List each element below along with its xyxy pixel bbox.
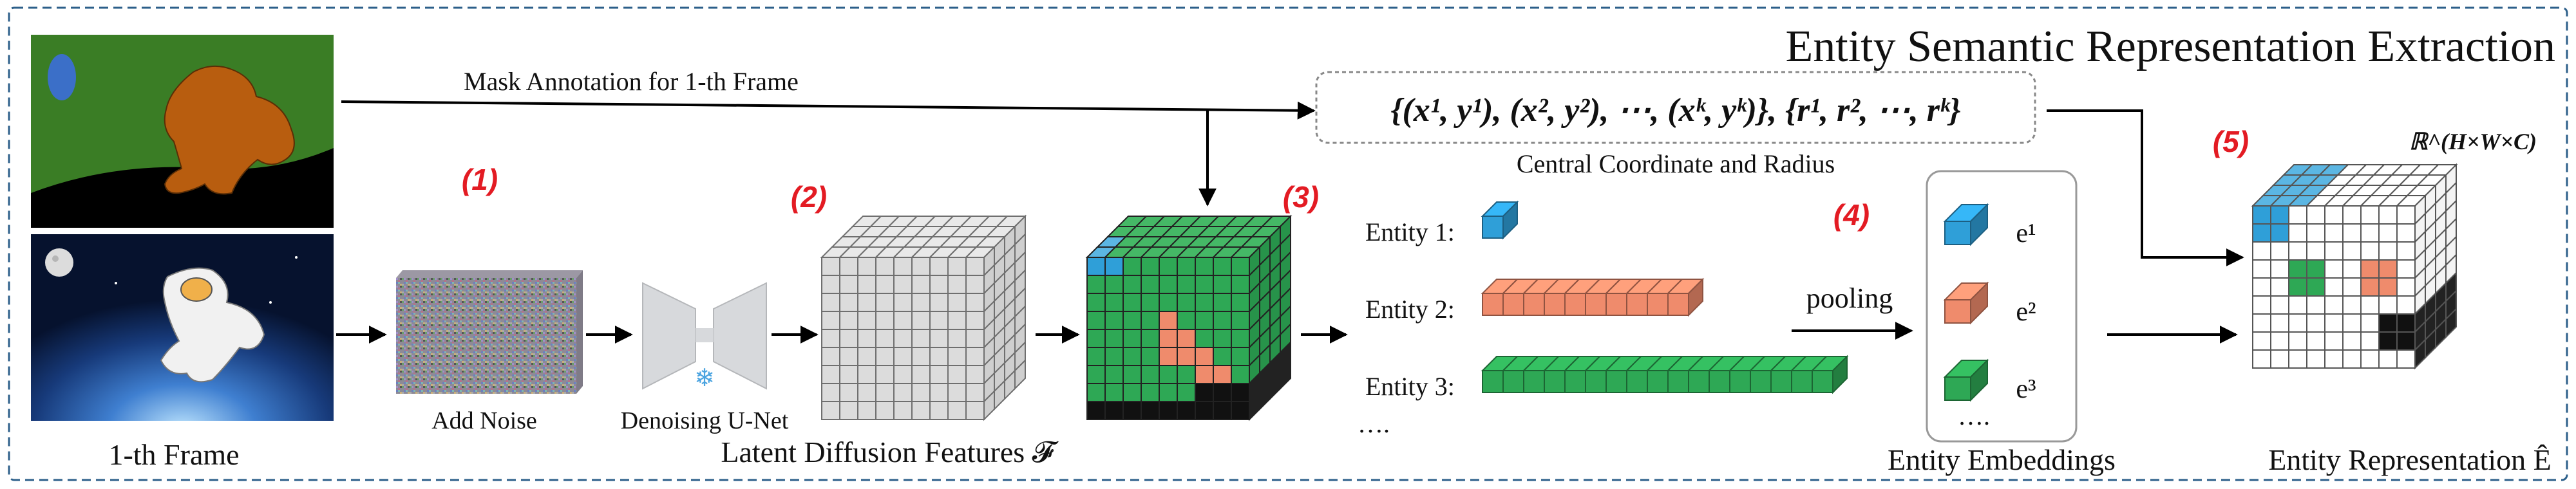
step-5-label: (5)	[2213, 125, 2249, 158]
entity-bar-2	[1481, 277, 1705, 317]
tensor-shape-label: ℝ^(H×W×C)	[2409, 129, 2537, 154]
frame-label: 1-th Frame	[108, 438, 239, 471]
central-coord-label: Central Coordinate and Radius	[1517, 149, 1835, 178]
embeddings-box	[1926, 170, 2078, 443]
coord-formula-box	[1315, 71, 2036, 144]
entities-more: ….	[1358, 409, 1390, 438]
embedding-3: e³	[1943, 358, 2036, 404]
mask-entity-astronaut	[164, 65, 295, 195]
entity-bar-1	[1481, 200, 1519, 240]
entity-embeddings-label: Entity Embeddings	[1888, 443, 2116, 476]
unet-label: Denoising U-Net	[621, 407, 789, 434]
entity-1-label: Entity 1:	[1365, 217, 1455, 246]
pooling-label: pooling	[1806, 282, 1893, 314]
step-2-label: (2)	[791, 180, 827, 214]
latent-features-label: Latent Diffusion Features 𝓕	[721, 436, 1059, 468]
unet-shape	[642, 282, 767, 390]
title: Entity Semantic Representation Extractio…	[1785, 22, 2555, 71]
entity-representation-cube	[2251, 163, 2458, 370]
frame-image	[31, 234, 334, 421]
entity-representation-label: Entity Representation Ê	[2268, 443, 2551, 476]
entity-bar-3	[1481, 355, 1849, 394]
outer-border	[8, 6, 2568, 481]
masked-feature-cube	[1085, 214, 1293, 421]
step-4-label: (4)	[1833, 198, 1870, 232]
step-1-label: (1)	[462, 163, 498, 196]
coord-formula: {(x¹, y¹), (x², y²), ⋯, (xᵏ, yᵏ)}, {r¹, …	[1390, 92, 1960, 129]
noise-block	[396, 270, 583, 394]
entity-bars	[1481, 200, 1849, 394]
mask-annotation-arrow	[341, 100, 1316, 120]
mask-entity-moon	[48, 54, 76, 100]
snowflake-icon: ❄	[694, 365, 715, 392]
latent-feature-cube	[820, 214, 1027, 421]
add-noise-label: Add Noise	[431, 407, 537, 434]
entity-embeddings: e¹ e² e³	[1943, 203, 2036, 404]
entity-3-label: Entity 3:	[1365, 372, 1455, 401]
embedding-2: e²	[1943, 281, 2036, 327]
embedding-label-3: e³	[2016, 374, 2036, 404]
embedding-1: e¹	[1943, 203, 2036, 248]
step-3-label: (3)	[1283, 180, 1319, 214]
arrow-coord-to-representation	[2047, 109, 2244, 266]
embeddings-more: ….	[1958, 401, 1990, 430]
mask-annotation-image	[31, 35, 334, 228]
embedding-label-2: e²	[2016, 297, 2036, 327]
mask-annotation-label: Mask Annotation for 1-th Frame	[464, 67, 799, 96]
entity-2-label: Entity 2:	[1365, 295, 1455, 324]
embedding-label-1: e¹	[2016, 219, 2036, 248]
